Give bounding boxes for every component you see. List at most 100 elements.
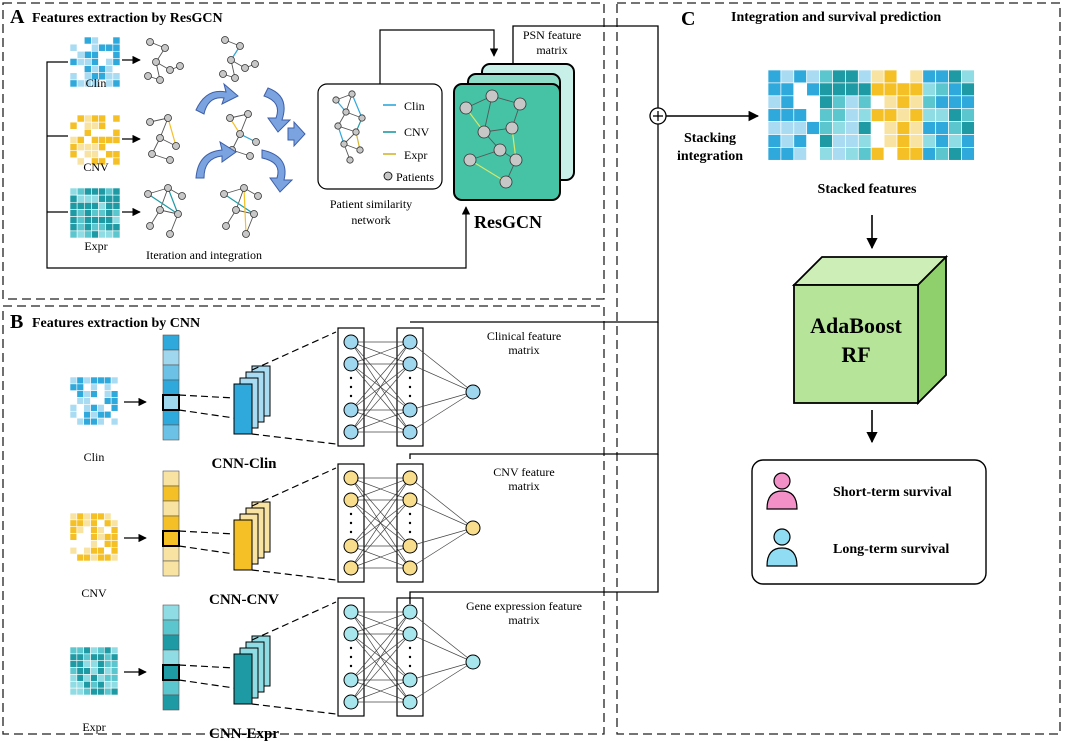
stacked-cell (806, 147, 820, 161)
model-label-1: AdaBoost (810, 313, 902, 338)
iteration-graphs (144, 36, 262, 238)
fc-edge (409, 527, 474, 569)
legend-clin: Clin (404, 99, 425, 113)
fc-edge (350, 363, 411, 433)
fc-node (402, 560, 418, 576)
outcome-box (751, 459, 987, 585)
stacked-cell (961, 95, 975, 110)
stacked-cell (857, 82, 872, 97)
vector-cell (162, 349, 180, 366)
stacked-cell (948, 121, 962, 135)
vector-cell (162, 334, 180, 351)
stacked-cell (896, 108, 911, 122)
stacked-cell (793, 134, 808, 148)
stacked-cell (922, 108, 937, 122)
stacked-cell (909, 69, 924, 84)
stacked-cell (870, 147, 885, 161)
vector-cell (162, 679, 180, 696)
stacked-cell (870, 108, 885, 122)
resgcn-graph (459, 89, 527, 189)
stacked-cell (793, 121, 808, 135)
resgcn-layer-1 (453, 83, 561, 201)
stacked-cell (832, 147, 846, 161)
stacked-cell (948, 108, 962, 122)
vector-window (162, 394, 180, 411)
fc-dash (251, 433, 337, 445)
stacked-cell (909, 95, 924, 110)
stacked-cell (935, 108, 949, 122)
stacked-cell (948, 69, 962, 84)
stacked-cell (780, 108, 795, 122)
conv-dash (178, 664, 235, 669)
fc-node (343, 402, 359, 418)
fc-edge (409, 611, 474, 663)
iteration-label: Iteration and integration (146, 248, 262, 262)
fc-layer-2-frame (396, 463, 424, 583)
stacked-cell (806, 121, 820, 135)
stacked-cell (909, 108, 924, 122)
graph-clin-2 (219, 36, 259, 82)
panel-a-frame (2, 2, 605, 300)
stacked-cell (948, 95, 962, 110)
stacked-cell (922, 95, 937, 110)
stacked-cell (780, 134, 795, 148)
stacked-cell (806, 82, 820, 97)
stacked-cell (845, 121, 859, 135)
conv-dash (178, 679, 235, 689)
fc-edge (350, 499, 411, 569)
psn-caption-1: Patient similarity (330, 197, 412, 211)
fc-edge (350, 341, 411, 365)
stacked-cell (870, 69, 885, 84)
feature-matrix-label-2: matrix (508, 343, 539, 357)
conv-dash (178, 394, 235, 399)
stacked-cell (845, 82, 859, 97)
legend-expr: Expr (404, 148, 427, 162)
fc-edge (409, 527, 474, 547)
stacked-cell (922, 82, 937, 97)
fc-output-node (465, 520, 481, 536)
stacked-cell (832, 121, 846, 135)
stacked-cell (948, 82, 962, 97)
graph-clin-1 (144, 38, 184, 84)
stacked-cell (961, 82, 975, 97)
fc-layer-1-frame (337, 327, 365, 447)
panel-b-title: Features extraction by CNN (32, 316, 200, 331)
stacked-cell (935, 134, 949, 148)
cnn-input-label: Expr (82, 720, 105, 734)
stacked-cell (819, 147, 833, 161)
stacked-feature-matrix (767, 69, 975, 161)
stacked-cell (935, 121, 949, 135)
fc-node (343, 694, 359, 710)
fc-edge (350, 477, 411, 569)
fc-node (343, 560, 359, 576)
fc-node (343, 470, 359, 486)
stacked-cell (767, 121, 782, 135)
fc-ellipsis-dot (408, 655, 412, 659)
cnn-label: CNN-Expr (209, 726, 279, 741)
fc-edge (350, 477, 411, 547)
stacked-cell (780, 147, 795, 161)
fc-ellipsis-dot (349, 376, 353, 380)
bracket-to-resgcn (46, 61, 471, 269)
stacked-cell (819, 95, 833, 110)
stacked-cell (896, 134, 911, 148)
stacked-cell (806, 108, 820, 122)
fc-node (402, 470, 418, 486)
feature-matrix-label-1: Gene expression feature (466, 599, 582, 613)
stacked-cell (857, 147, 872, 161)
outcome-long: Long-term survival (833, 542, 949, 557)
cnn-input-matrix (69, 512, 119, 562)
panel-a-letter: A (10, 6, 25, 28)
fc-edge (350, 611, 411, 635)
stacked-cell (767, 95, 782, 110)
stacked-cell (832, 69, 846, 84)
stacked-cell (806, 134, 820, 148)
stacked-cell (883, 147, 898, 161)
fc-output-node (465, 384, 481, 400)
stacked-cell (832, 82, 846, 97)
stacked-cell (961, 147, 975, 161)
fc-ellipsis-dot (408, 530, 412, 534)
fc-edge (409, 391, 474, 433)
